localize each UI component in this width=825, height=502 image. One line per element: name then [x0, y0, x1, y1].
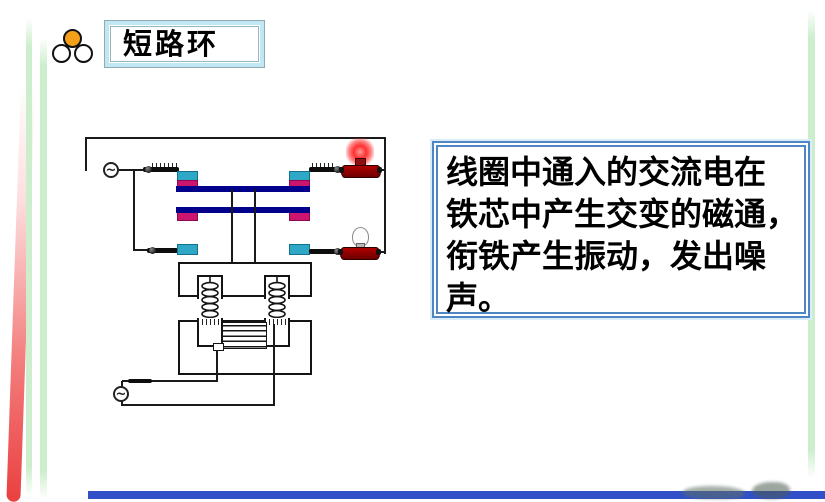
- bottom-progress-bar: [88, 491, 825, 499]
- explanation-line: 声。: [446, 279, 511, 317]
- title-bullet-circle-right-icon: [74, 44, 93, 63]
- wire-branch-vertical: [133, 170, 135, 251]
- contact-block-cyan: [177, 244, 198, 255]
- explanation-line: 衔铁产生振动，发出噪: [446, 237, 767, 275]
- lamp-base: [340, 247, 380, 260]
- screw-terminal-icon: [334, 248, 341, 255]
- wire-bottom-upper: [122, 380, 218, 382]
- pushrod-right: [254, 189, 256, 263]
- pole-face-hatch: [198, 319, 222, 325]
- screw-terminal-icon: [149, 247, 156, 254]
- decor-green-strip-right: [808, 10, 815, 478]
- spring-icon: [201, 277, 219, 323]
- wire-top: [85, 137, 386, 139]
- wire-hatch-row1-left: [152, 163, 178, 167]
- contact-block-cyan: [289, 244, 310, 255]
- screw-terminal-icon: [145, 166, 152, 173]
- coil: [222, 322, 267, 349]
- explanation-line: 铁芯中产生交变的磁通，: [446, 195, 799, 233]
- ac-source-icon: ~: [113, 386, 129, 402]
- wire-lamp2-right: [377, 251, 386, 253]
- tree-smudge-icon: [683, 486, 745, 499]
- bridge-bar-middle: [176, 207, 310, 213]
- page-title: 短路环: [123, 26, 220, 61]
- lamp-terminal: [376, 249, 381, 255]
- pole-face-hatch: [265, 319, 289, 325]
- wire-right-vertical: [384, 137, 386, 254]
- spring-icon: [268, 277, 286, 323]
- decor-green-strip-left-1: [26, 18, 32, 496]
- explanation-box: 线圈中通入的交流电在 铁芯中产生交变的磁通， 衔铁产生振动，发出噪 声。: [432, 141, 810, 318]
- lamp-terminal: [377, 167, 382, 173]
- explanation-text: 线圈中通入的交流电在 铁芯中产生交变的磁通， 衔铁产生振动，发出噪 声。: [436, 145, 806, 317]
- explanation-line: 线圈中通入的交流电在: [446, 153, 767, 191]
- lamp-terminal: [338, 249, 343, 255]
- tree-smudge-icon: [752, 482, 790, 499]
- coil-lead-box: [213, 343, 224, 351]
- bridge-bar-top: [176, 186, 310, 192]
- wire-branch-to-row3: [133, 249, 149, 251]
- screw-terminal-icon: [334, 166, 341, 173]
- title-box: 短路环: [104, 20, 265, 68]
- armature-notch: [197, 275, 223, 299]
- lamp-on-icon: [341, 165, 381, 178]
- wire-thick-bottom: [128, 379, 152, 383]
- wire-coil-left-down: [216, 350, 218, 382]
- wire-thick-row3-left: [147, 248, 178, 253]
- decor-green-strip-left-2: [40, 38, 47, 499]
- wire-thick-row1-right: [309, 167, 342, 172]
- wire-bottom-lower: [121, 404, 275, 406]
- pushrod-left: [231, 189, 233, 263]
- wire-thick-row1-left: [143, 167, 179, 172]
- wire-coil-right-down: [273, 324, 275, 406]
- ac-source-icon: ~: [103, 162, 119, 178]
- title-bullet-circle-left-icon: [52, 44, 71, 63]
- lamp-terminal: [339, 167, 344, 173]
- wire-to-source2-top: [121, 381, 123, 387]
- title-bullet-circle-orange-icon: [63, 29, 82, 48]
- wire-thick-row3-right: [309, 249, 340, 254]
- wire-from-source2-bottom: [121, 401, 123, 406]
- wire-hatch-row1-right: [312, 163, 336, 167]
- wire-left-vertical: [85, 137, 87, 171]
